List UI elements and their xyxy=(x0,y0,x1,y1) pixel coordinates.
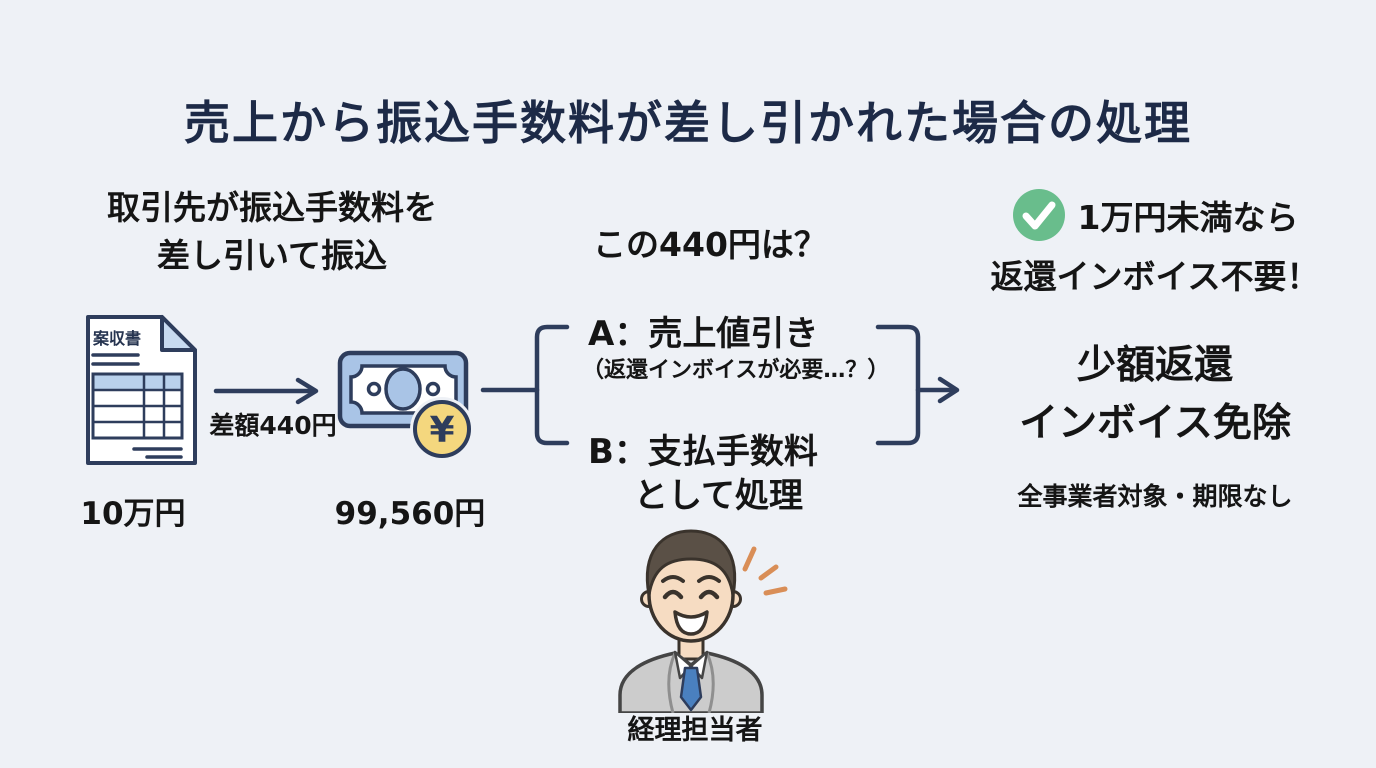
highlight-line2: 返還インボイス不要！ xyxy=(990,257,1320,296)
diff-amount-label: 差額440円 xyxy=(209,411,337,440)
person-eye-left xyxy=(662,589,684,600)
highlight-line1: 1万円未満なら xyxy=(1077,198,1299,237)
left-section-heading: 取引先が振込手数料を 差し引いて振込 xyxy=(52,184,492,280)
left-heading-line1: 取引先が振込手数料を xyxy=(107,188,437,227)
person-tie xyxy=(679,666,703,712)
option-a-note: （返還インボイスが必要…？） xyxy=(582,358,890,383)
branch-connector xyxy=(480,324,960,446)
banknote-icon: ¥ xyxy=(337,350,474,461)
invoice-amount: 10万円 xyxy=(80,496,186,532)
accountant-illustration xyxy=(618,529,788,713)
rule-scope-note: 全事業者対象・期限なし xyxy=(1017,482,1293,511)
merge-arrow-head xyxy=(937,376,960,404)
invoice-table xyxy=(91,372,184,440)
yen-coin-icon: ¥ xyxy=(410,397,474,461)
option-b-line1: B：支払手数料 xyxy=(588,432,818,472)
rule-name-line1: 少額返還 xyxy=(1076,343,1233,388)
invoice-document-label: 案収書 xyxy=(92,329,141,348)
page-title: 売上から振込手数料が差し引かれた場合の処理 xyxy=(184,95,1192,150)
left-heading-line2: 差し引いて振込 xyxy=(156,236,387,275)
invoice-document-icon: 案収書 xyxy=(86,315,197,465)
sparkle-icon xyxy=(742,546,788,596)
branch-bracket-right xyxy=(875,324,921,446)
yen-symbol: ¥ xyxy=(429,410,454,451)
right-arrow-icon xyxy=(213,377,319,405)
branch-bracket-left xyxy=(534,324,570,446)
person-caption: 経理担当者 xyxy=(627,715,763,746)
person-eye-right xyxy=(698,589,720,600)
person-hair xyxy=(645,529,737,597)
question-heading: この440円は？ xyxy=(593,225,827,264)
option-a-title: A：売上値引き xyxy=(588,314,819,354)
exemption-highlight: 1万円未満なら 返還インボイス不要！ xyxy=(948,188,1362,298)
check-circle-icon xyxy=(1012,189,1065,241)
option-b-line2: として処理 xyxy=(634,476,803,516)
rule-name-line2: インボイス免除 xyxy=(1019,401,1291,446)
person-mouth xyxy=(673,610,709,636)
received-amount: 99,560円 xyxy=(334,496,486,532)
